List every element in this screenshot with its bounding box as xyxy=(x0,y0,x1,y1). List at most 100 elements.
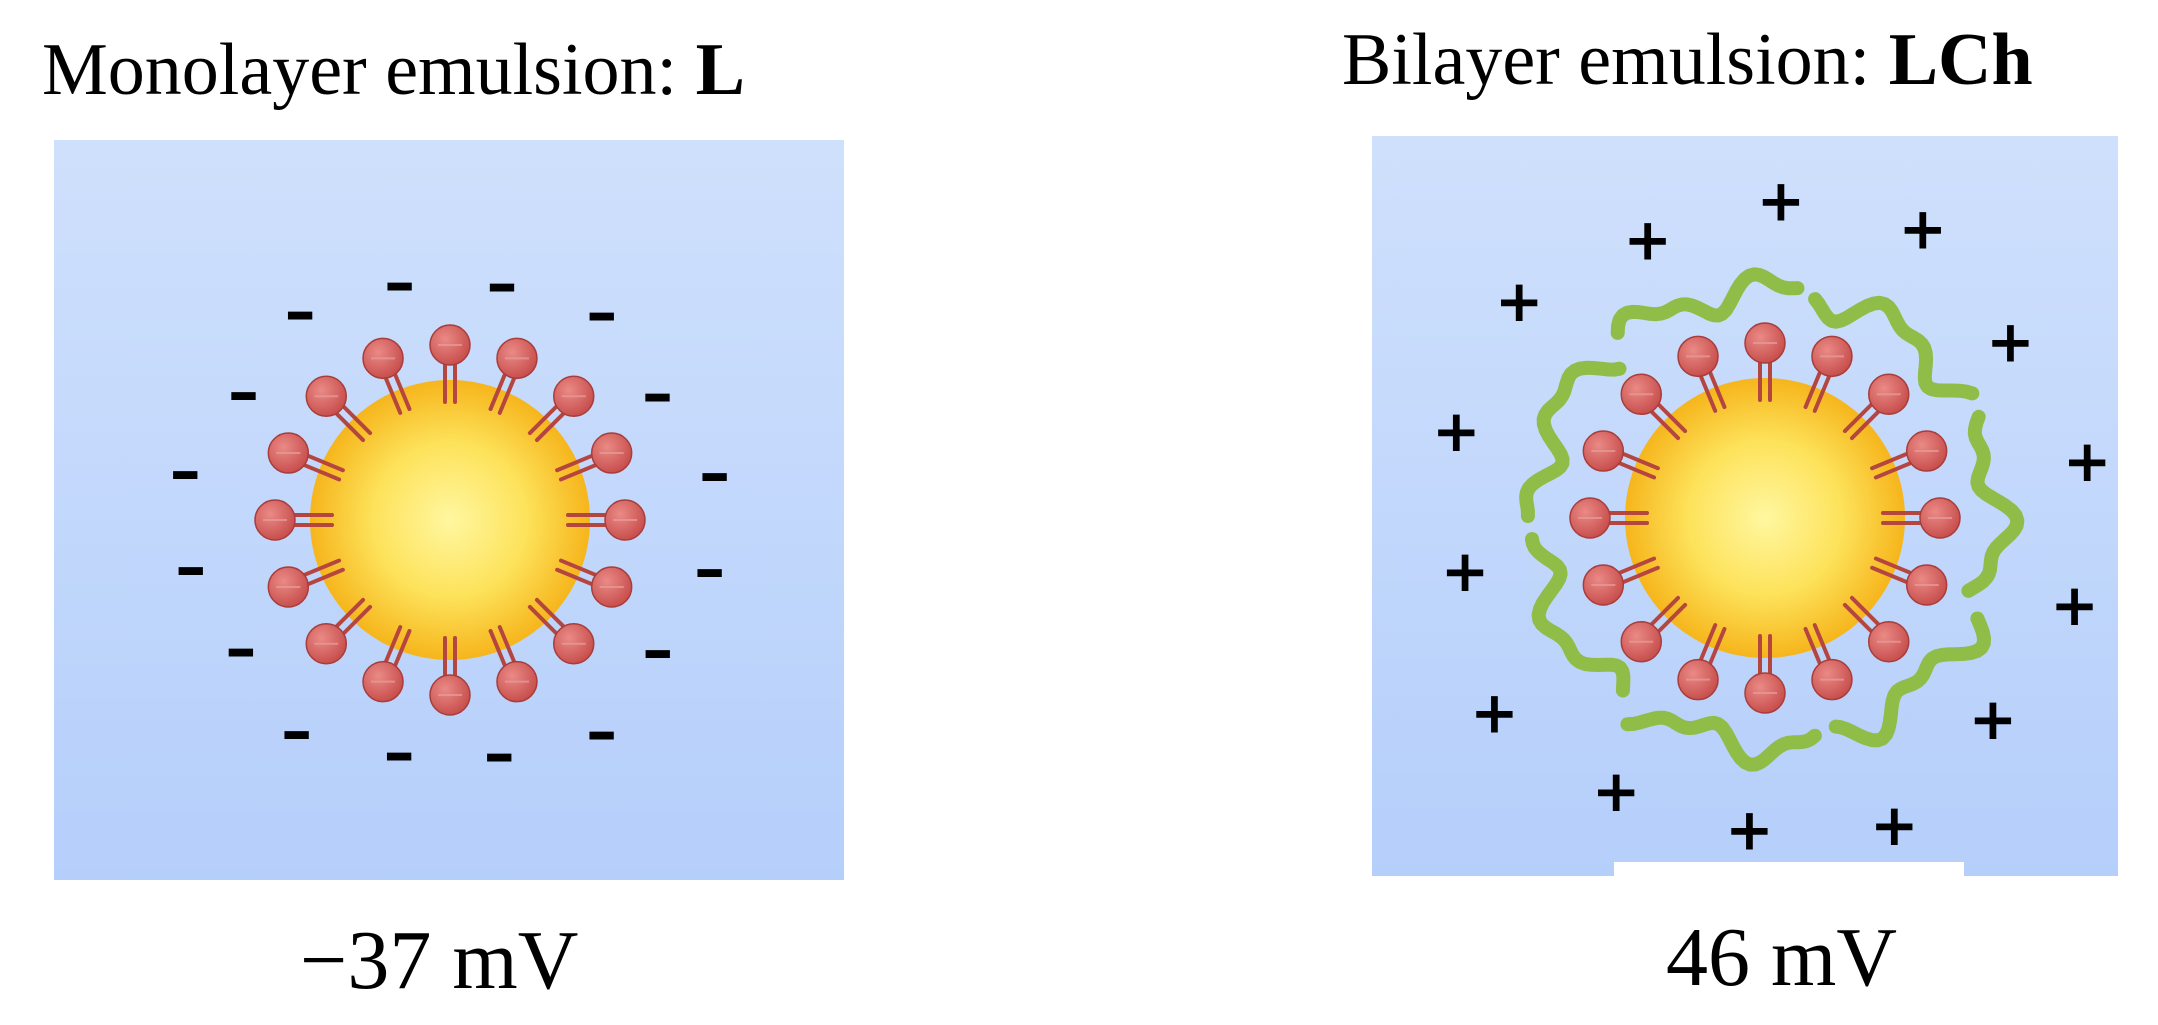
emulsifier-tail xyxy=(1621,565,1660,584)
negative-charge: – xyxy=(281,694,312,767)
emulsifier-molecule xyxy=(305,597,373,665)
emulsifier-tail xyxy=(393,628,412,668)
emulsifier-tail xyxy=(534,597,566,629)
negative-charge: – xyxy=(586,695,617,768)
bilayer-droplet xyxy=(1569,322,1961,714)
right-panel-title: Bilayer emulsion: LCh xyxy=(1342,10,2033,110)
emulsifier-molecule xyxy=(1582,556,1660,606)
negative-charge: – xyxy=(694,532,725,605)
polymer-chain xyxy=(1620,710,1822,772)
emulsifier-molecule xyxy=(1620,373,1688,441)
emulsifier-tail xyxy=(384,376,403,415)
emulsifier-molecule xyxy=(1677,335,1727,413)
polymer-chain xyxy=(1961,409,2025,598)
negative-charge: – xyxy=(384,245,415,318)
emulsifier-tail xyxy=(1708,370,1727,410)
negative-charge: – xyxy=(170,434,201,507)
emulsifier-molecule xyxy=(527,375,595,443)
left-panel-title: Monolayer emulsion: L xyxy=(42,20,745,120)
emulsifier-tail xyxy=(558,463,598,482)
negative-charge: – xyxy=(285,275,316,348)
positive-charge: + xyxy=(1986,308,2035,376)
emulsifier-tail xyxy=(1617,461,1657,480)
emulsifier-tail xyxy=(534,411,566,443)
emulsifier-molecule xyxy=(1870,556,1948,606)
polymer-chain xyxy=(1525,532,1631,698)
positive-charge: + xyxy=(1725,796,1774,864)
negative-charge: – xyxy=(384,716,415,789)
positive-charge: + xyxy=(1969,685,2018,753)
emulsifier-tail xyxy=(1649,595,1681,627)
negative-charge: – xyxy=(175,530,206,603)
emulsifier-molecule xyxy=(1803,335,1853,413)
positive-charge: + xyxy=(1470,679,1519,747)
emulsifier-molecule xyxy=(566,499,646,541)
monolayer-droplet xyxy=(254,324,646,716)
emulsifier-molecule xyxy=(527,597,595,665)
emulsifier-tail xyxy=(1873,556,1913,575)
emulsifier-molecule xyxy=(305,375,373,443)
emulsifier-tail xyxy=(1656,602,1688,634)
left-oil-core xyxy=(310,380,590,660)
emulsifier-tail xyxy=(555,454,594,473)
negative-charge: – xyxy=(586,275,617,348)
positive-charge: + xyxy=(1898,194,1947,262)
negative-charge: – xyxy=(642,613,673,686)
emulsifier-molecule xyxy=(362,337,412,415)
right-panel-notch xyxy=(1614,862,1964,876)
emulsifier-molecule xyxy=(1744,322,1786,402)
emulsifier-tail xyxy=(1812,374,1831,413)
emulsifier-molecule xyxy=(1803,623,1853,701)
emulsifier-tail xyxy=(1873,461,1913,480)
emulsifier-molecule xyxy=(555,558,633,608)
positive-charge: + xyxy=(1592,757,1641,825)
emulsifier-tail xyxy=(302,463,342,482)
emulsifier-molecule xyxy=(362,625,412,703)
emulsifier-tail xyxy=(341,604,373,636)
emulsifier-molecule xyxy=(267,432,345,482)
negative-charge: – xyxy=(642,356,673,429)
emulsifier-molecule xyxy=(1677,623,1727,701)
left-zeta-potential: −37 mV xyxy=(300,914,579,1007)
right-zeta-potential: 46 mV xyxy=(1666,911,1897,1004)
emulsifier-tail xyxy=(1649,409,1681,441)
emulsifier-molecule xyxy=(1582,430,1660,480)
emulsifier-tail xyxy=(558,558,598,577)
emulsifier-tail xyxy=(555,567,594,586)
emulsifier-tail xyxy=(1849,595,1881,627)
emulsifier-tail xyxy=(1699,623,1718,662)
left-title-bold: L xyxy=(695,29,745,111)
emulsifier-tail xyxy=(497,376,516,415)
negative-charge: – xyxy=(487,246,518,319)
emulsifier-tail xyxy=(306,567,345,586)
positive-charge: + xyxy=(1432,397,1481,465)
emulsifier-tail xyxy=(497,625,516,664)
emulsifier-tail xyxy=(488,628,507,668)
negative-charge: – xyxy=(699,436,730,509)
emulsifier-tail xyxy=(306,454,345,473)
emulsifier-molecule xyxy=(429,636,471,716)
right-title-bold: LCh xyxy=(1888,19,2033,101)
positive-charge: + xyxy=(1870,791,1919,859)
emulsifier-tail xyxy=(1699,374,1718,413)
emulsifier-molecule xyxy=(1842,595,1910,663)
right-oil-core xyxy=(1625,378,1905,658)
emulsifier-tail xyxy=(1842,602,1874,634)
emulsifier-molecule xyxy=(1569,497,1649,539)
emulsifier-molecule xyxy=(1870,430,1948,480)
positive-charge: + xyxy=(2063,427,2112,495)
positive-charge: + xyxy=(1495,267,1544,335)
positive-charge: + xyxy=(1757,166,1806,234)
left-title-text: Monolayer emulsion: xyxy=(42,29,696,111)
emulsifier-tail xyxy=(1870,565,1909,584)
emulsifier-tail xyxy=(1803,626,1822,666)
emulsifier-tail xyxy=(302,558,342,577)
emulsifier-molecule xyxy=(254,499,334,541)
emulsifier-tail xyxy=(527,404,559,436)
polymer-chain xyxy=(1519,360,1627,523)
negative-charge: – xyxy=(225,612,256,685)
monolayer-panel: –––––––––––––––– xyxy=(54,140,844,880)
emulsifier-tail xyxy=(1842,402,1874,434)
emulsifier-tail xyxy=(527,604,559,636)
